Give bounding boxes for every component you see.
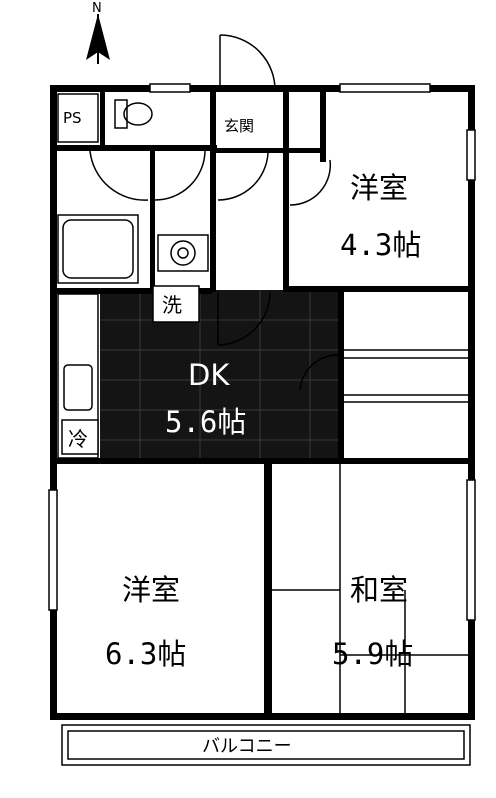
- tatami-lines: [272, 464, 468, 713]
- room-western-1-size: 4.3帖: [340, 228, 421, 262]
- window-top-left: [149, 83, 191, 93]
- room-japanese-size: 5.9帖: [332, 637, 413, 671]
- kitchen-counter: [57, 293, 99, 459]
- washer-box: [152, 285, 200, 323]
- ps-label: PS: [63, 109, 82, 127]
- fridge-label: 冷: [68, 427, 88, 451]
- window-left-lower: [48, 489, 58, 611]
- room-ldk-size: 5.6帖: [165, 405, 246, 439]
- window-right-lower: [466, 479, 476, 621]
- balcony: [61, 724, 471, 766]
- window-right-upper: [466, 129, 476, 181]
- ps-box: [57, 93, 99, 143]
- ldk-floor-pattern: [100, 290, 338, 462]
- bathtub: [57, 214, 139, 284]
- washbasin-icon: [157, 234, 209, 272]
- fridge-box: [61, 419, 99, 455]
- room-western-2-size: 6.3帖: [105, 637, 186, 671]
- outer-walls: [50, 85, 475, 720]
- north-arrow-icon: N: [86, 1, 110, 64]
- balcony-label: バルコニー: [202, 736, 292, 757]
- north-mark: N: [92, 1, 102, 16]
- entrance-label: 玄関: [224, 117, 254, 135]
- room-ldk-name: DK: [188, 358, 230, 392]
- inner-walls: [57, 92, 475, 717]
- room-western-1-name: 洋室: [350, 171, 408, 205]
- room-western-2-name: 洋室: [122, 573, 180, 607]
- washer-label: 洗: [162, 293, 182, 317]
- room-japanese-name: 和室: [350, 573, 408, 607]
- door-swings: [89, 34, 339, 391]
- toilet-icon: [114, 99, 153, 129]
- closet-lines: [344, 349, 468, 403]
- window-top-right: [339, 83, 431, 93]
